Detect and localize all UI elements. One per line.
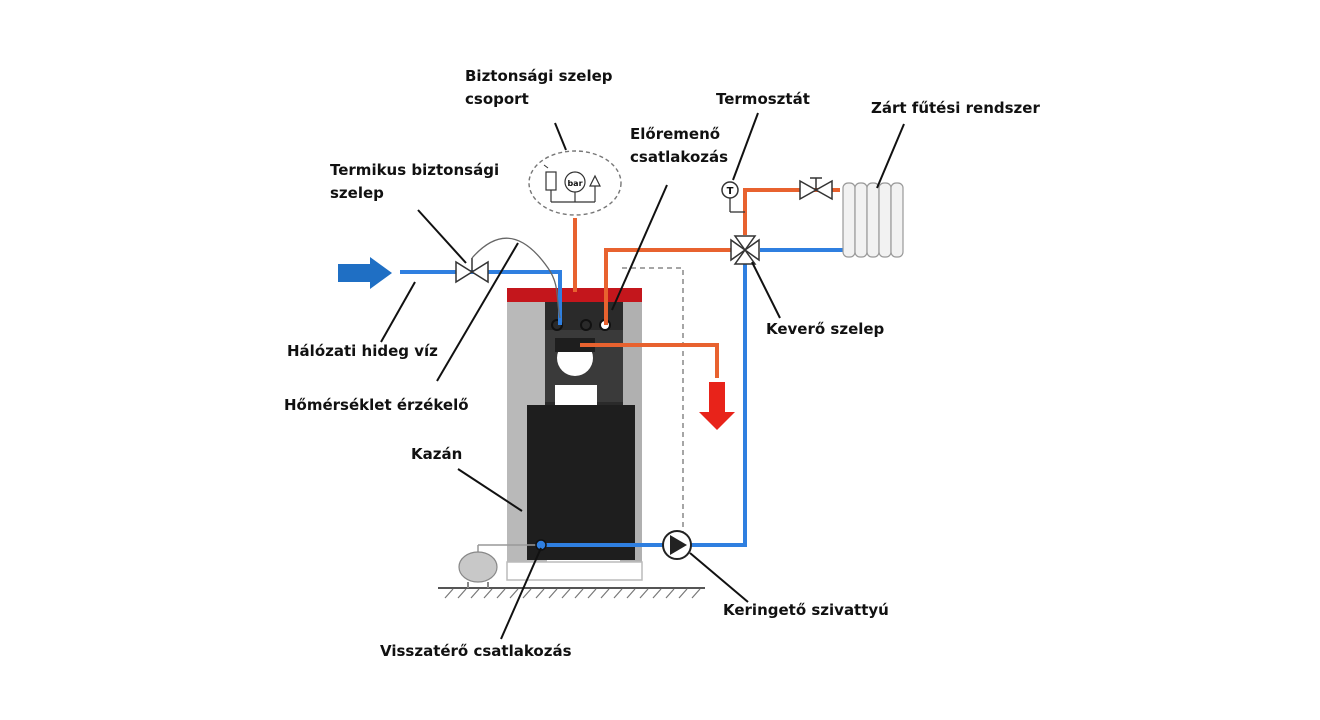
- hot-water-outlet-pipe: [580, 343, 719, 378]
- thermostat-symbol: T: [727, 186, 734, 197]
- pipes: [400, 188, 845, 547]
- leader-thermal-valve: [417, 209, 467, 264]
- boiler-plate: [555, 385, 597, 405]
- relief-valve-icon: [589, 174, 601, 187]
- leader-boiler: [457, 468, 523, 512]
- capillary-line: [471, 237, 561, 319]
- leader-thermostat: [732, 112, 759, 181]
- boiler-connection-mid: [580, 319, 592, 331]
- label-circulation-pump: Keringető szivattyú: [723, 601, 889, 619]
- thermostat-pipe: [743, 188, 840, 235]
- leader-closed-heating: [876, 123, 905, 189]
- leader-cold-water: [380, 281, 416, 343]
- boiler: [506, 288, 643, 581]
- safety-valve-group: bar: [528, 150, 622, 216]
- thermostat: T: [721, 181, 745, 213]
- label-thermal-safety-valve: Termikus biztonsági szelep: [330, 161, 500, 202]
- bar-text: bar: [567, 179, 582, 188]
- storage-outline: [622, 267, 684, 542]
- label-thermostat: Termosztát: [716, 90, 810, 108]
- leader-safety-group: [554, 122, 567, 151]
- radiator-valve: [799, 177, 833, 201]
- label-mixing-valve: Keverő szelep: [766, 320, 885, 338]
- leader-circ-pump: [689, 552, 749, 603]
- expansion-vessel: [458, 539, 547, 588]
- boiler-top: [507, 288, 642, 302]
- leader-return-connection: [500, 547, 542, 640]
- leader-temp-sensor: [436, 242, 519, 382]
- label-cold-water: Hálózati hideg víz: [287, 342, 438, 360]
- label-flow-connection: Előremenő csatlakozás: [630, 125, 729, 166]
- thermal-safety-valve: [455, 258, 489, 284]
- boiler-door: [527, 405, 635, 560]
- label-safety-valve-group: Biztonsági szelep csoport: [465, 67, 613, 108]
- label-temp-sensor: Hőmérséklet érzékelő: [284, 396, 469, 414]
- label-return-connection: Visszatérő csatlakozás: [380, 642, 572, 660]
- circulation-pump: [662, 530, 692, 560]
- cold-water-pipe: [400, 270, 562, 325]
- leader-flow-connection: [611, 184, 668, 311]
- return-pipe: [540, 262, 747, 547]
- radiator: [842, 182, 904, 258]
- mixing-valve: [730, 235, 760, 265]
- safety-group-tank-icon: [545, 171, 557, 191]
- leader-mixing-valve: [751, 261, 781, 319]
- label-closed-heating-system: Zárt fűtési rendszer: [871, 99, 1040, 117]
- flow-pipe: [604, 248, 735, 325]
- ground: [438, 587, 705, 599]
- boiler-foot: [506, 561, 643, 581]
- boiler-window-cover: [555, 338, 595, 352]
- cold-water-inlet-arrow: [338, 257, 392, 289]
- hot-water-outlet-arrow: [699, 382, 735, 430]
- leader-lines: [380, 112, 905, 640]
- label-boiler: Kazán: [411, 445, 463, 463]
